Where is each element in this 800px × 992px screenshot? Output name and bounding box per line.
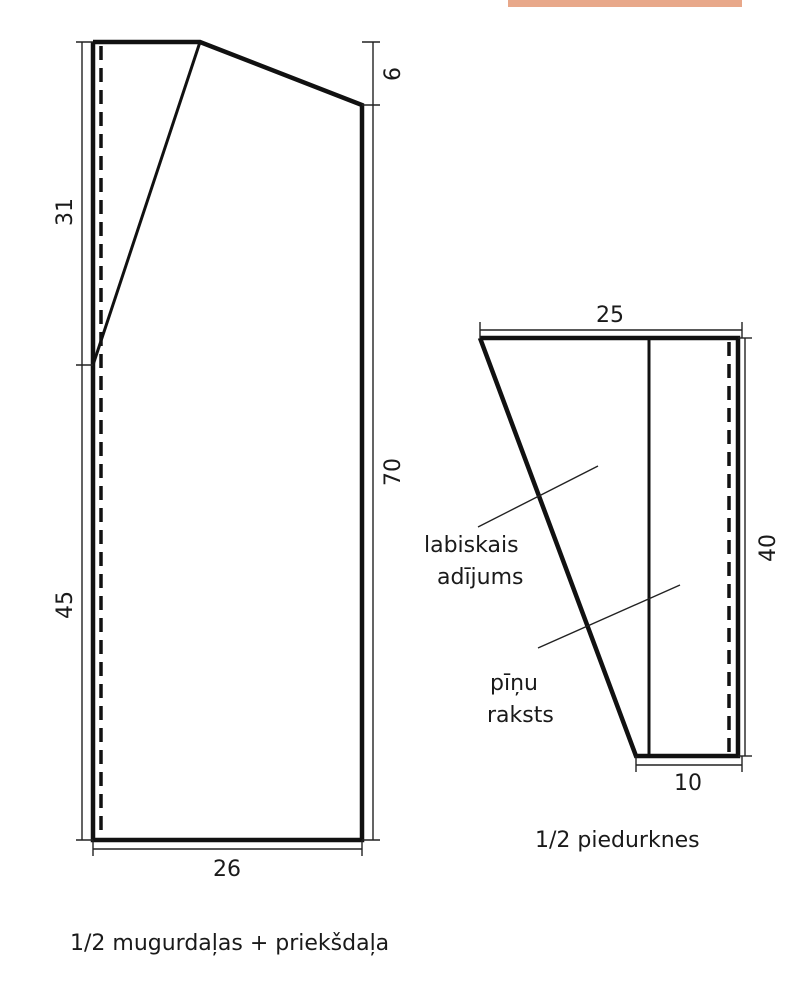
body-dim-lower: 45: [53, 591, 78, 619]
body-neckline-diagonal: [91, 41, 202, 366]
sleeve-dim-height: 40: [756, 534, 781, 562]
body-dim-top-drop: 6: [381, 67, 406, 81]
sleeve-dim-top-width: 25: [596, 303, 624, 328]
label-cable-line2: raksts: [487, 703, 554, 728]
sleeve-caption: 1/2 piedurknes: [535, 828, 700, 853]
body-dim-width: 26: [213, 857, 241, 882]
publisher-logo-strip: [508, 0, 742, 7]
sleeve-piece: 25 40 10 labiskais adījums pīņu raksts 1…: [424, 303, 781, 853]
label-cable-line1: pīņu: [490, 671, 538, 696]
label-stockinette-line2: adījums: [437, 565, 524, 590]
sleeve-dim-bottom-width: 10: [674, 771, 702, 796]
body-dim-armhole: 31: [53, 198, 78, 226]
leader-stockinette: [477, 465, 599, 528]
label-stockinette-line1: labiskais: [424, 533, 519, 558]
leader-cable: [537, 584, 681, 649]
body-caption: 1/2 mugurdaļas + priekšdaļa: [70, 931, 389, 956]
body-dim-total-height: 70: [381, 458, 406, 486]
body-outline: [90, 39, 365, 843]
body-piece: 31 45 6 70 26 1/2 mugurdaļas + priekšdaļ…: [53, 39, 406, 956]
